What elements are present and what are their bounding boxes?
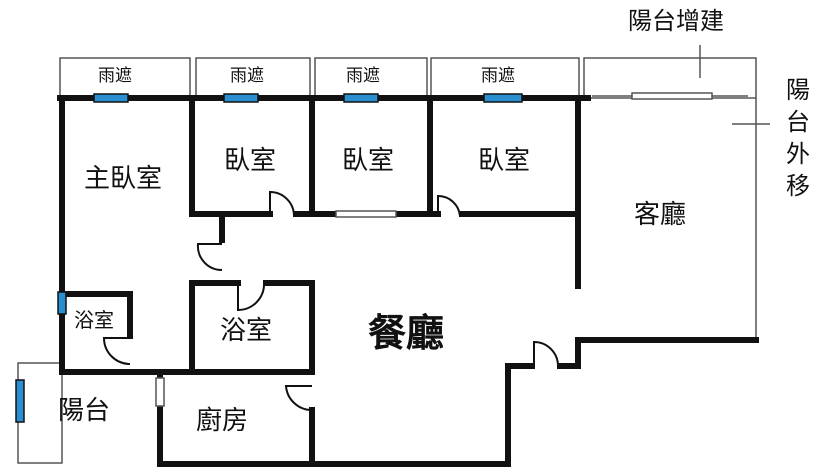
balcony-moved-out-char-3: 外 (786, 140, 810, 168)
room-living: 客廳 (634, 200, 687, 230)
room-bedroom-2: 臥室 (342, 146, 395, 176)
room-kitchen: 廚房 (196, 406, 249, 436)
canopy-label-3: 雨遮 (346, 66, 380, 86)
room-bathroom-small: 浴室 (74, 308, 114, 332)
window-balcony (15, 379, 25, 423)
door-master (196, 243, 223, 272)
window-bath-small (57, 291, 67, 315)
door-bath (237, 282, 266, 312)
walls (57, 95, 759, 467)
room-balcony: 陽台 (58, 396, 111, 426)
balcony-moved-out-label: 陽 台 外 移 (786, 78, 810, 198)
door-dining (533, 340, 559, 367)
door-small-bath (102, 337, 131, 365)
window-1 (93, 93, 129, 103)
room-bedroom-3: 臥室 (478, 146, 531, 176)
door-bed1 (269, 190, 295, 217)
canopy-label-2: 雨遮 (230, 66, 264, 86)
window-3 (343, 93, 379, 103)
balcony-extension-box (583, 57, 757, 99)
sliding-door (155, 210, 397, 407)
canopy-label-4: 雨遮 (481, 66, 515, 86)
room-master-bedroom: 主臥室 (84, 164, 163, 194)
window-2 (223, 93, 259, 103)
doors (102, 190, 559, 412)
room-dining: 餐廳 (368, 311, 445, 355)
room-bathroom: 浴室 (220, 316, 273, 346)
room-bedroom-1: 臥室 (224, 146, 277, 176)
window-4 (483, 93, 523, 103)
balcony-moved-out-char-2: 台 (786, 108, 810, 136)
door-kitchen (284, 385, 313, 412)
balcony-extension-label: 陽台增建 (628, 7, 724, 35)
windows (15, 93, 523, 423)
balcony-slider (631, 92, 713, 100)
balcony-moved-out-char-4: 移 (786, 172, 810, 200)
canopy-label-1: 雨遮 (98, 66, 132, 86)
door-bed3 (437, 194, 461, 217)
canopy-outlines (17, 45, 770, 464)
balcony-moved-out-char-1: 陽 (786, 76, 810, 104)
